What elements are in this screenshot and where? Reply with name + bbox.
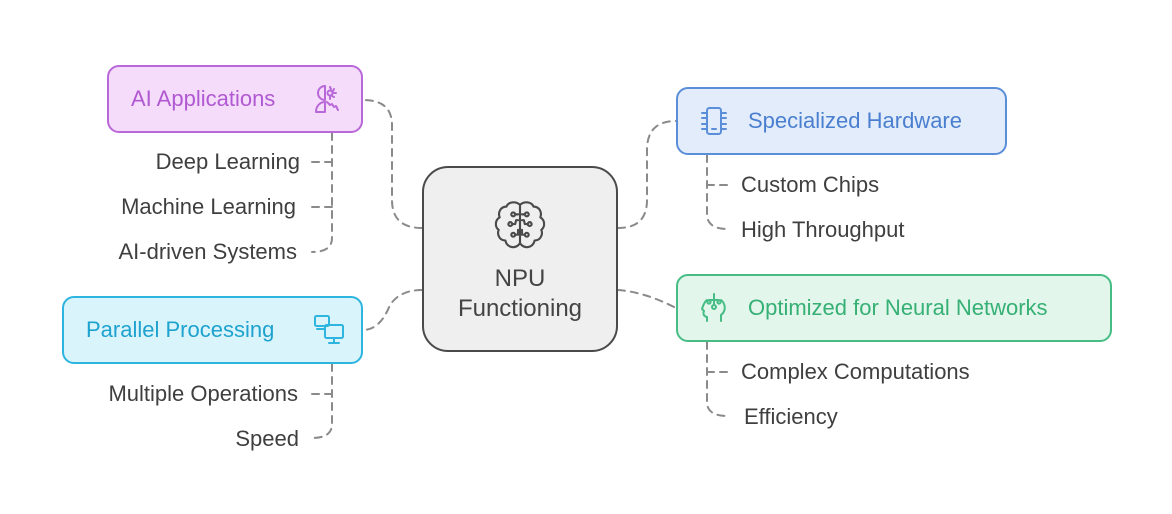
branch-label: Specialized Hardware xyxy=(748,108,962,133)
connector-hw-children xyxy=(706,154,729,230)
leaf-custom-chips: Custom Chips xyxy=(741,172,880,197)
connector-center-ai xyxy=(362,99,423,229)
branch-node-specialized-hardware[interactable]: Specialized Hardware xyxy=(676,87,1007,155)
connector-center-par xyxy=(362,289,423,331)
leaf-efficiency: Efficiency xyxy=(744,404,838,429)
head-circuit-icon xyxy=(696,290,732,326)
connector-center-nn xyxy=(617,289,677,309)
branch-label: Parallel Processing xyxy=(86,317,275,342)
branch-node-ai-applications[interactable]: AI Applications xyxy=(107,65,363,133)
chip-icon xyxy=(696,103,732,139)
branch-node-optimized-neural-networks[interactable]: Optimized for Neural Networks xyxy=(676,274,1112,342)
branch-label: Optimized for Neural Networks xyxy=(748,295,1048,320)
leaf-ai-driven-systems: AI-driven Systems xyxy=(118,239,298,264)
leaf-speed: Speed xyxy=(235,426,299,451)
branch-label: AI Applications xyxy=(131,86,276,111)
connector-ai-children xyxy=(311,132,333,253)
branch-node-parallel-processing[interactable]: Parallel Processing xyxy=(62,296,363,364)
leaf-deep-learning: Deep Learning xyxy=(155,149,300,174)
person-gear-icon xyxy=(309,81,345,117)
leaf-machine-learning: Machine Learning xyxy=(121,194,296,219)
connector-nn-children xyxy=(706,341,729,417)
dual-monitor-icon xyxy=(311,312,347,348)
connector-par-children xyxy=(311,363,333,439)
leaf-complex-computations: Complex Computations xyxy=(741,359,970,384)
leaf-multiple-operations: Multiple Operations xyxy=(108,381,298,406)
connector-center-hw xyxy=(617,120,677,229)
leaf-high-throughput: High Throughput xyxy=(741,217,905,242)
brain-circuit-icon xyxy=(488,194,552,258)
